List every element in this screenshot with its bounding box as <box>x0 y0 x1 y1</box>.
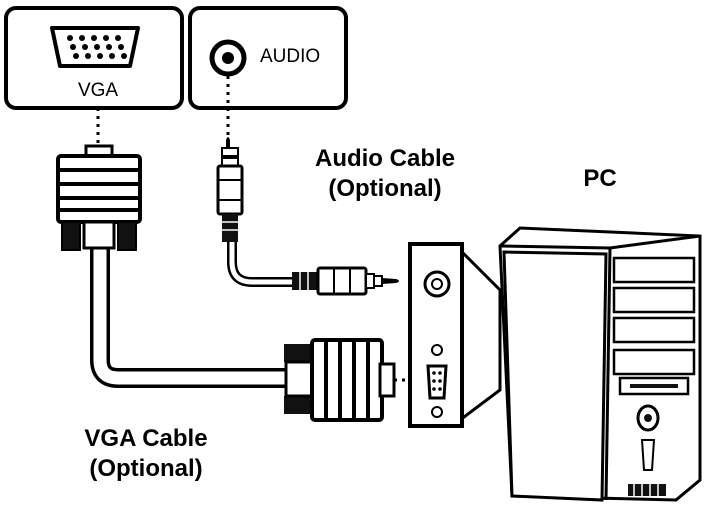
audio-cable-optional: (Optional) <box>328 175 442 202</box>
audio-jack-icon <box>209 39 247 77</box>
vga-cable-label: VGA Cable (Optional) <box>36 424 256 484</box>
pc-label: PC <box>583 165 617 192</box>
vga-connector-top <box>56 144 142 251</box>
pc-back-panel <box>408 242 502 428</box>
pc-tower-icon <box>498 226 702 502</box>
power-button-icon <box>636 404 660 432</box>
audio-cable <box>227 235 301 287</box>
audio-cable-label: Audio Cable (Optional) <box>268 144 502 204</box>
vga-connector-bottom <box>284 338 396 422</box>
vga-port-label: VGA <box>77 80 119 101</box>
panel-screw-top <box>431 344 443 356</box>
audio-cable-title: Audio Cable <box>314 145 455 172</box>
panel-screw-bottom <box>431 406 443 418</box>
vga-port-box <box>4 6 184 110</box>
vga-cable-title: VGA Cable <box>84 425 208 452</box>
audio-plug-bottom <box>292 266 399 296</box>
vga-cable <box>90 238 300 388</box>
vga-cable-optional: (Optional) <box>89 455 203 482</box>
guide-lines <box>96 76 428 382</box>
audio-port-label: AUDIO <box>260 46 321 67</box>
vga-port-icon <box>50 26 140 68</box>
audio-port-box <box>188 6 348 110</box>
panel-audio-jack <box>423 270 451 298</box>
audio-plug-top <box>216 137 244 242</box>
panel-vga-port <box>426 364 448 400</box>
